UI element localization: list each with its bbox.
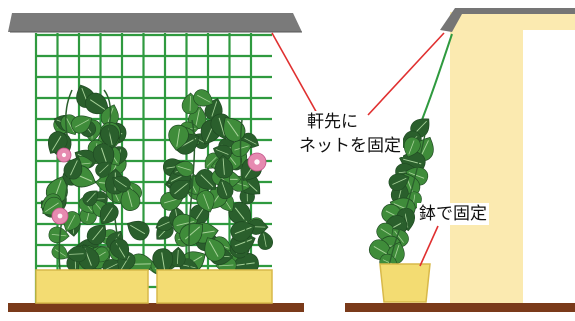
leaf-icon [82,190,98,207]
leaf-icon [126,220,150,241]
vine-stem [239,119,247,271]
vine-stem [387,119,429,271]
ground-strip-right-icon [345,303,575,312]
vine-stem [188,119,196,271]
leaf-icon [51,244,69,260]
leaf-icon [204,237,226,262]
leaf-icon [216,178,234,200]
leaf-icon [70,115,93,134]
leaf-icon [214,154,234,179]
planter-left-2-icon [156,269,273,304]
leaf-icon [86,224,107,245]
leaf-icon [48,226,70,244]
flower-icon [247,152,267,172]
leaf-icon [174,161,194,177]
leader-line-right [367,32,445,116]
leaf-icon [248,218,269,235]
leader-line-left [271,32,319,116]
house-wall-edge [523,30,575,310]
flower-icon [56,147,72,163]
leaf-icon [169,179,191,200]
leaf-icon [195,169,217,190]
ground-strip-left-icon [8,303,304,312]
morning-glory-vine-right-icon [368,33,453,301]
label-eaves-line1: 軒先に [305,111,360,133]
leaf-icon [179,223,204,246]
leaf-icon [388,173,410,191]
right-roof-icon [440,8,575,32]
leaf-icon [196,190,215,213]
leader-line-pot [419,225,439,267]
leaf-icon [95,161,112,178]
leaf-icon [193,89,214,107]
leaf-icon [120,186,141,211]
leaf-icon [223,117,246,142]
planter-right-icon [379,263,431,303]
label-eaves-line2: ネットを固定 [297,135,403,157]
leaf-icon [403,136,421,158]
leaf-icon [230,221,256,242]
planter-left-1-icon [35,269,149,304]
leaf-icon [112,176,131,193]
flower-icon [51,207,69,225]
leaf-icon [155,216,174,231]
leaf-icon [168,124,189,151]
morning-glory-vine-icon [40,84,273,279]
left-roof-icon [8,13,302,32]
vine-stem [103,89,121,271]
label-pot: 鉢で固定 [417,203,489,225]
